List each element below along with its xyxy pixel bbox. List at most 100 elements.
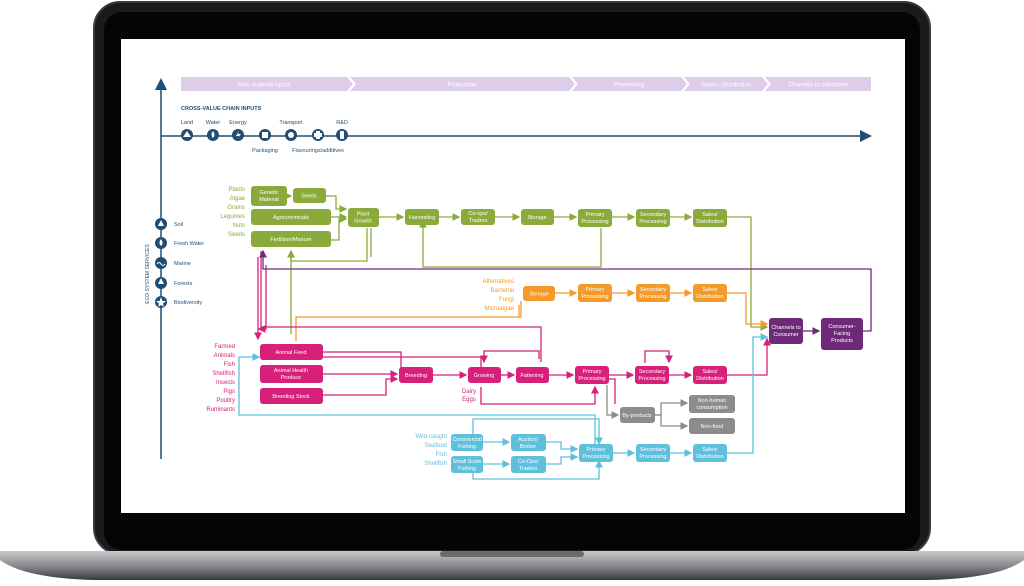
box-label: Sales/ [702,447,718,453]
non-food-box [689,418,735,434]
stage-label: Raw material inputs [238,83,291,89]
cross-value-label: Land [181,120,193,126]
orange-storage-box [523,286,555,301]
box-label: Growing [474,373,494,379]
genetic-material-box [251,186,287,206]
box-label: Fishing [458,466,476,472]
plant-list-item: Legumes [220,214,245,220]
stage-raw-material [181,77,353,91]
box-label: Secondary [640,287,667,293]
box-label: Processing [639,454,666,460]
box-label: Agrochemicals [273,215,309,221]
box-label: Growth [354,219,372,225]
box-label: Primary [583,369,602,375]
box-label: Animal Feed [276,350,307,356]
box-label: Seeds [301,194,317,200]
magenta-sales-box [693,366,727,384]
box-label: Non-human [698,398,727,404]
alt-list-item: Microalgae [485,306,515,312]
eggs-label: Eggs [462,397,476,403]
coops-traders-box [461,209,495,225]
cross-value-label: Water [206,120,221,126]
green-secondary-box [636,209,670,227]
wild-list-item: Wild-caught [415,434,447,440]
animal-list-item: Shellfish [212,371,235,377]
animal-health-box [260,365,323,383]
box-label: Secondary [639,369,666,375]
stage-sales [684,77,768,91]
animal-list-item: Ruminants [206,407,235,413]
box-label: Genetic [260,190,279,196]
byproducts-box [620,407,655,423]
box-label: Plant [357,212,370,218]
box-label: Processing [582,454,609,460]
box-label: Storage [527,215,546,221]
plant-list-item: Algae [230,196,246,202]
box-label: Processing [581,219,608,225]
animal-feed-box [260,344,323,360]
box-label: Distribution [696,219,724,225]
auction-broker-box [511,434,546,451]
box-label: Primary [586,287,605,293]
stage-label: Sales / Distribution [701,83,751,89]
stage-channels [765,77,871,91]
plant-list-item: Plants [228,187,245,193]
box-label: Co-ops/ [468,211,488,217]
box-label: Distribution [696,294,724,300]
box-label: consumption [696,405,727,411]
box-label: Distribution [696,454,724,460]
box-label: Breeding [405,373,427,379]
box-label: Small Scale [452,459,481,465]
alt-list-item: Alternatives [483,279,514,285]
alt-list-item: Bacterial [491,288,514,294]
fattening-box [516,367,549,383]
cyan-sales-box [693,444,727,462]
plant-list-item: Nuts [233,223,245,229]
food-supply-chain-diagram: Raw material inputs Production Processin… [145,77,872,480]
box-label: Sales/ [702,369,718,375]
box-label: Non-food [701,424,724,430]
orange-sales-box [693,284,727,302]
box-label: Commercial [452,437,481,443]
dairy-label: Dairy [462,389,476,395]
screen: Raw material inputs Production Processin… [121,39,905,513]
stage-processing [572,77,687,91]
box-label: Facing [834,331,851,337]
box-label: Processing [578,376,605,382]
box-label: Processing [638,376,665,382]
storage-box [521,209,554,225]
cyan-primary-box [579,444,613,462]
box-label: Primary [586,212,605,218]
box-label: Harvesting [409,215,435,221]
box-label: Co-Ops/ [518,459,539,465]
wild-list-item: Shellfish [424,461,447,467]
orange-secondary-box [636,284,670,302]
marine-icon [155,257,167,269]
box-label: Channels to [771,325,800,331]
eco-label: Forests [174,281,193,287]
eco-label: Fresh Water [174,241,204,247]
animal-list-item: Poultry [216,398,235,404]
plant-growth-box [348,208,379,227]
stage-label: Processing [614,83,644,89]
box-label: Processing [639,219,666,225]
orange-primary-box [578,284,612,302]
eco-label: Soil [174,222,183,228]
box-label: Consumer [773,332,799,338]
box-label: Fertilizer/Manure [270,237,311,243]
plant-list-item: Grains [227,205,245,211]
box-label: Traders [519,466,538,472]
cyan-secondary-box [636,444,670,462]
stage-banner: Raw material inputs Production Processin… [181,77,871,91]
box-label: By-products [622,413,652,419]
cross-value-title: CROSS-VALUE CHAIN INPUTS [181,106,262,112]
seeds-box [293,188,326,203]
box-label: Distribution [696,376,724,382]
box-label: Secondary [640,447,667,453]
box-label: Broker [520,444,536,450]
green-sales-box [693,209,727,227]
box-label: Fishing [458,444,476,450]
non-human-box [689,395,735,413]
channels-to-consumer-box [769,318,803,344]
green-primary-box [578,209,612,227]
